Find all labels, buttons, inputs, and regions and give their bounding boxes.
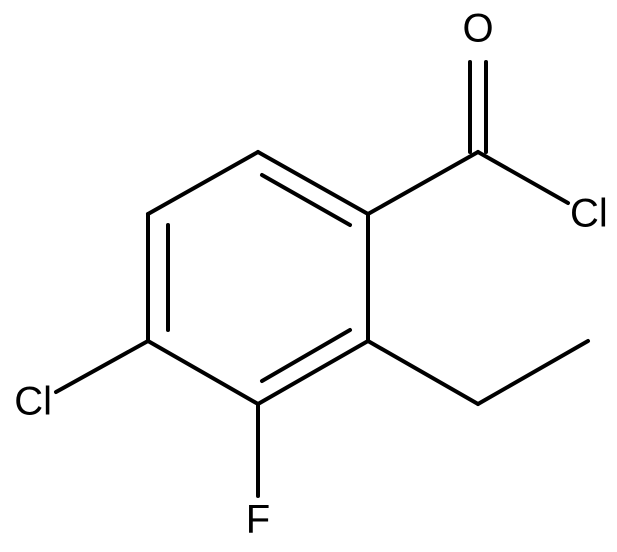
ring-bond-c4-c5 <box>146 339 260 406</box>
ring-inner-double-bond-lower <box>260 328 352 383</box>
acyl-chlorine-atom-label: Cl <box>570 192 608 236</box>
fluorine-atom-label: F <box>246 498 270 542</box>
bond-ring-to-carbonyl <box>366 150 480 216</box>
bond-ring-to-ch2 <box>366 339 480 406</box>
fluorine-substituent: F <box>246 402 270 542</box>
ring-bond-c6-c1 <box>146 150 260 216</box>
ring-bond-c1-c2 <box>256 150 370 216</box>
ring-inner-double-bond-top <box>260 173 352 227</box>
bond-carbonyl-to-chlorine <box>476 150 570 205</box>
acyl-chloride-group: O Cl <box>366 7 608 236</box>
ring-chlorine-substituent: Cl <box>14 339 150 424</box>
oxygen-atom-label: O <box>462 7 493 51</box>
ethyl-group <box>366 339 590 406</box>
benzene-ring <box>146 150 370 406</box>
ring-bond-c3-c4 <box>256 339 370 406</box>
bond-ch2-to-ch3 <box>476 339 590 406</box>
bond-ring-to-chlorine <box>54 339 150 394</box>
ring-chlorine-atom-label: Cl <box>14 380 52 424</box>
